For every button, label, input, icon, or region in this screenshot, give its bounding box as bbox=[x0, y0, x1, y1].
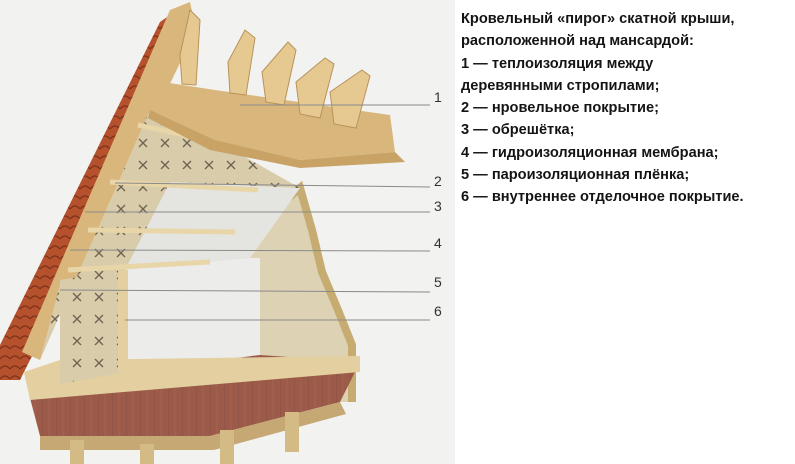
legend-title-line-1: Кровельный «пирог» скатной крыши, bbox=[461, 11, 735, 27]
gable-wall-right bbox=[250, 188, 355, 402]
slope-insulation bbox=[40, 110, 300, 360]
legend-item: 3 — обрешётка; bbox=[461, 122, 575, 139]
rafter-block-underside bbox=[148, 110, 405, 168]
callout-3: 3 bbox=[434, 198, 442, 214]
inner-finish-wall bbox=[125, 258, 260, 370]
inner-ceiling-slope bbox=[125, 180, 300, 270]
callout-6: 6 bbox=[434, 303, 442, 319]
legend-title-line-2: расположенной над мансардой: bbox=[461, 33, 694, 50]
legend-item: 4 — гидроизоляционная мембрана; bbox=[461, 144, 719, 161]
rafters bbox=[179, 9, 371, 129]
legend-item: 5 — пароизоляционная плёнка; bbox=[461, 167, 690, 184]
legend-item: деревянными стропилами; bbox=[461, 77, 660, 94]
knee-wall-insulation bbox=[60, 270, 125, 384]
callout-5: 5 bbox=[434, 274, 442, 290]
legend-item: 2 — нровельное покрытие; bbox=[461, 100, 660, 117]
floor-joists bbox=[70, 412, 299, 464]
callout-2: 2 bbox=[434, 173, 442, 189]
callout-1: 1 bbox=[434, 89, 442, 105]
legend-item: 6 — внутреннее отделочное покрытие. bbox=[461, 189, 744, 206]
leader-lines bbox=[59, 104, 431, 321]
rafter-block bbox=[150, 80, 395, 160]
legend-item: 1 — теплоизоляция между bbox=[461, 55, 654, 72]
callout-4: 4 bbox=[434, 235, 442, 251]
floor-edge bbox=[40, 402, 346, 450]
legend: Кровельный «пирог» скатной крыши, распол… bbox=[461, 8, 791, 209]
knee-wall-post bbox=[118, 270, 128, 372]
